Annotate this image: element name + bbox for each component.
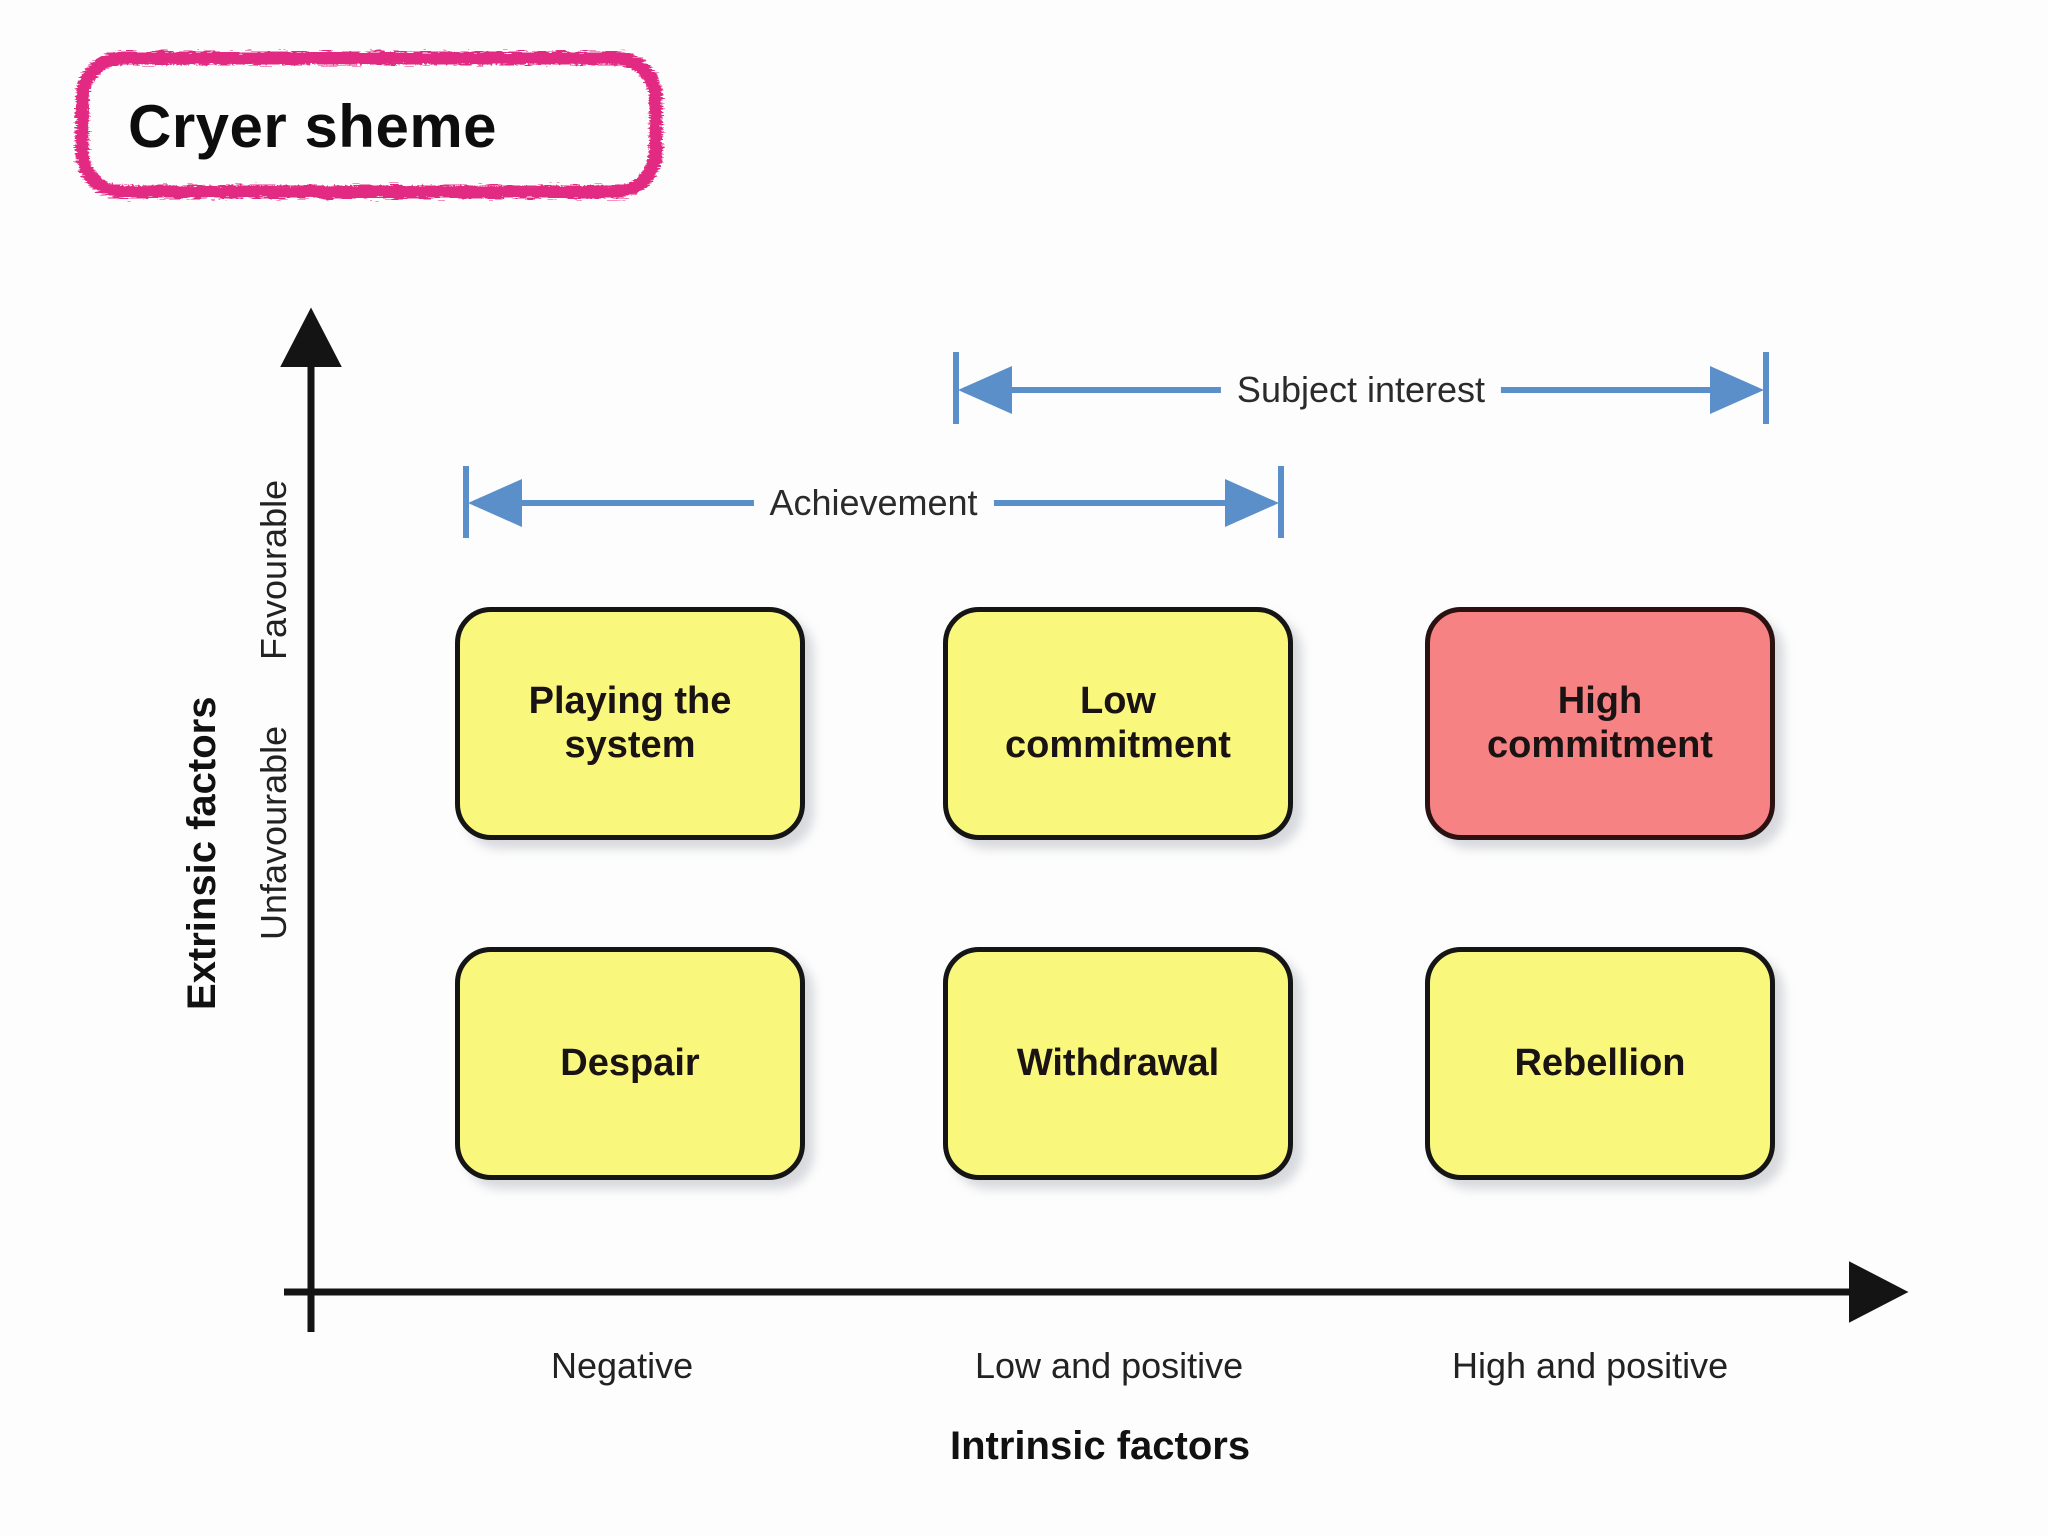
cell-label: Low commitment [1005,679,1231,766]
cell-withdrawal[interactable]: Withdrawal [943,947,1293,1180]
measure-label-subject-interest: Subject interest [956,355,1766,425]
x-tick-low-and-positive: Low and positive [975,1345,1244,1386]
y-tick-favourable: Favourable [253,479,294,660]
y-axis-title: Extrinsic factors [180,696,224,1010]
subject-interest-label: Subject interest [1220,369,1502,411]
y-tick-unfavourable: Unfavourable [253,725,294,940]
title-card: Cryer sheme [70,46,670,206]
measure-label-achievement: Achievement [466,468,1281,538]
cell-label: High commitment [1487,679,1713,766]
cell-playing-the-system[interactable]: Playing the system [455,607,805,840]
cell-label: Rebellion [1514,1041,1686,1084]
x-tick-negative: Negative [551,1345,694,1386]
cell-rebellion[interactable]: Rebellion [1425,947,1775,1180]
x-axis-title: Intrinsic factors [950,1424,1251,1468]
cell-label: Withdrawal [1016,1041,1220,1084]
cell-label-line2: system [564,723,696,766]
achievement-label: Achievement [753,482,994,524]
title-brush-border-icon [75,51,663,199]
cell-label: Playing the system [515,680,746,767]
cell-high-commitment[interactable]: High commitment [1425,607,1775,840]
x-tick-high-and-positive: High and positive [1452,1345,1729,1386]
page-title: Cryer sheme [128,92,498,160]
cell-despair[interactable]: Despair [455,947,805,1180]
cell-label-line1: Playing the [528,679,732,722]
cell-label: Despair [560,1041,700,1084]
cell-low-commitment[interactable]: Low commitment [943,607,1293,840]
